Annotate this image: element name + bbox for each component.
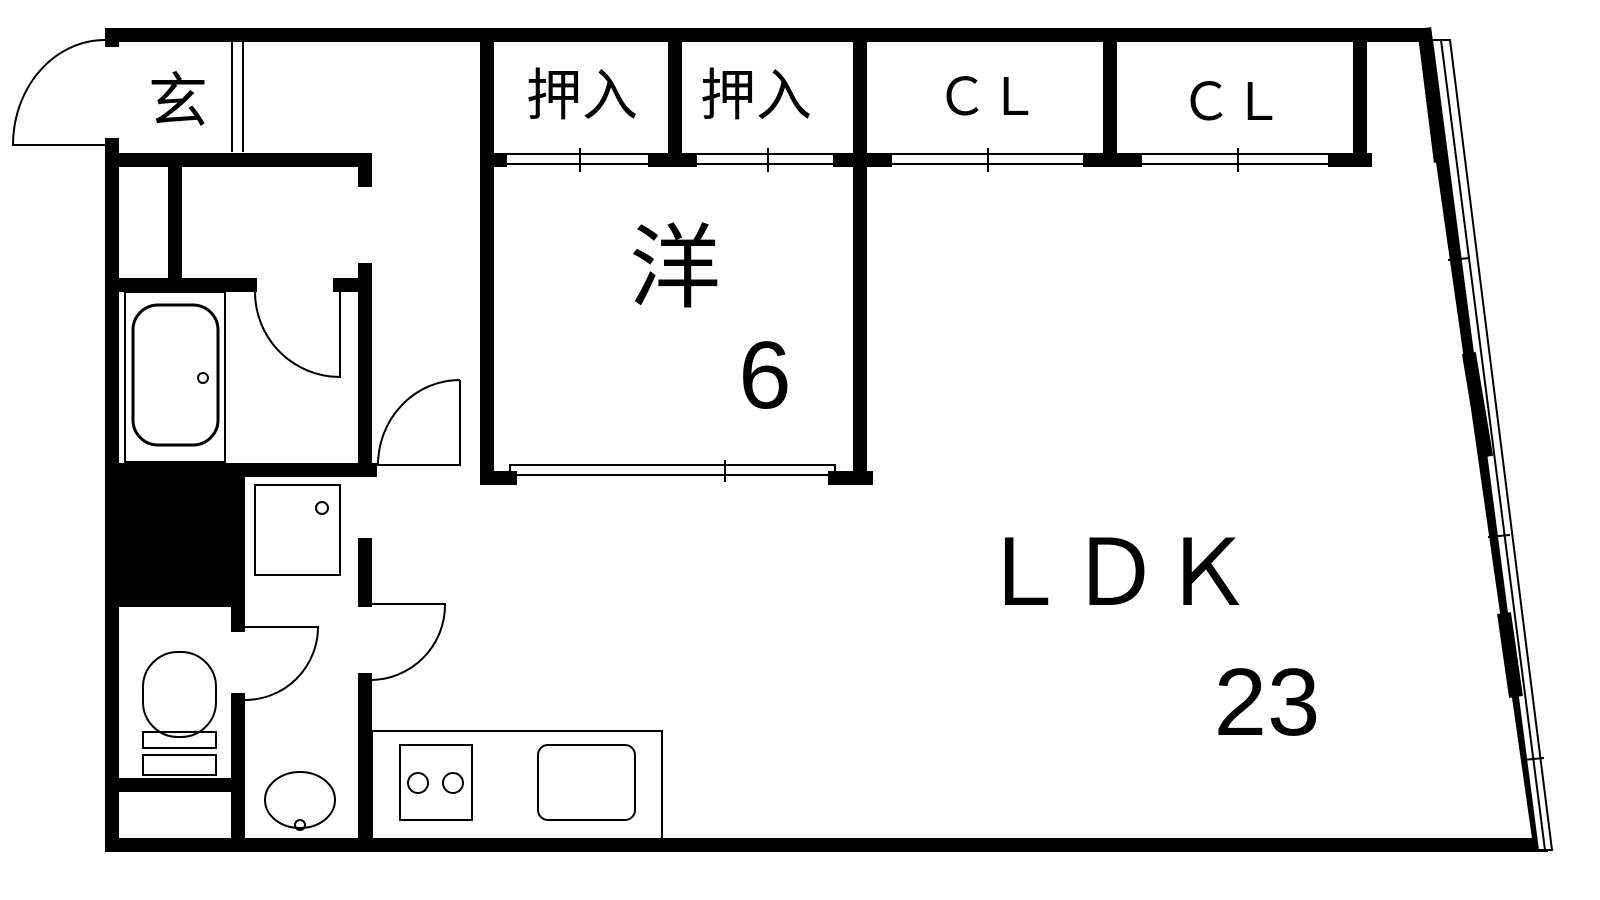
- closet-2-label: 押入: [700, 64, 812, 129]
- right-windows: [1430, 39, 1554, 851]
- entrance-label: 玄: [148, 67, 208, 137]
- closet-3-label: ＣＬ: [936, 68, 1040, 128]
- bathtub: [124, 291, 226, 463]
- kitchen-counter: [371, 730, 663, 840]
- western-room-size: 6: [738, 322, 791, 429]
- ldk-size: 23: [1214, 649, 1321, 756]
- western-room-label: 洋: [629, 215, 721, 322]
- closet-1-label: 押入: [526, 64, 638, 129]
- swing-doors[interactable]: [244, 291, 461, 701]
- washing-machine-space: [254, 484, 341, 576]
- sliding-doors[interactable]: [499, 148, 1336, 482]
- entrance-door[interactable]: [11, 39, 106, 146]
- ldk-label: ＬＤＫ: [977, 520, 1253, 627]
- wash-basin: [264, 771, 336, 831]
- interior-walls: [105, 35, 1372, 852]
- closet-4-label: ＣＬ: [1180, 73, 1284, 133]
- toilet: [142, 651, 217, 776]
